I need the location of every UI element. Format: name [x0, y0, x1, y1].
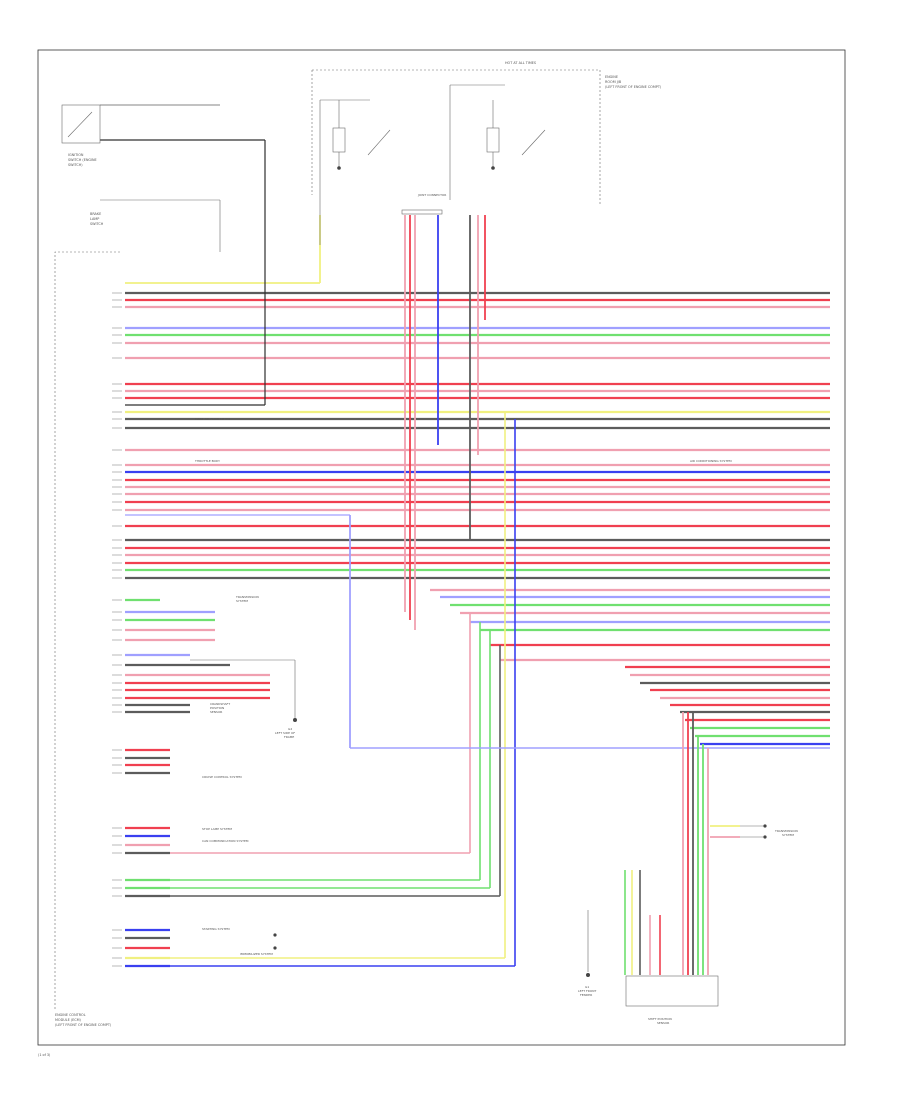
trans-caption-right: TRANSMISSION SYSTEM [774, 829, 799, 837]
ignition-switch-caption: IGNITION SWITCH (ENGINE SWITCH) [68, 153, 98, 167]
ground-caption: G2 LEFT SIDE OF FRAME [275, 727, 296, 739]
mass-air-caption: MASS AIR FLOW METER [195, 417, 230, 421]
relay-coil-2 [486, 127, 500, 153]
ecm-caption: ENGINE CONTROL MODULE (ECM) (LEFT FRONT … [55, 1013, 112, 1027]
wire-layer [100, 104, 830, 975]
ecm-outline [54, 251, 120, 1010]
ignition-switch-symbol [61, 104, 101, 144]
starting-caption: STARTING SYSTEM [202, 927, 230, 931]
diagram-border [37, 49, 846, 1046]
ground2-caption: G1 LEFT FRONT FENDER [578, 985, 597, 997]
shift-sensor-box [625, 975, 719, 1007]
brake-caption: BRAKE LAMP SWITCH [90, 212, 104, 226]
relay-coil-1 [332, 127, 346, 153]
immob-caption: IMMOBILIZER SYSTEM [240, 952, 273, 956]
sensor-caption: CRANKSHAFT POSITION SENSOR [210, 702, 231, 714]
stop-lamp-caption: STOP LAMP SYSTEM [202, 827, 232, 831]
page-label: (1 of 3) [38, 1053, 51, 1057]
shift-caption: SHIFT POSITION SENSOR [648, 1017, 673, 1025]
throttle-caption: THROTTLE BODY [194, 459, 220, 463]
top-fuse-label: HOT AT ALL TIMES [505, 61, 536, 65]
trans-caption-top: TRANSMISSION SYSTEM [235, 595, 260, 603]
relay-block-outline [311, 69, 601, 205]
cruise-caption: CRUISE CONTROL SYSTEM [202, 775, 242, 779]
component-layer: IGNITION SWITCH (ENGINE SWITCH) HOT AT A… [37, 49, 846, 1057]
ac-caption: AIR CONDITIONING SYSTEM [690, 459, 732, 463]
relay-caption: ENGINE ROOM J/B (LEFT FRONT OF ENGINE CO… [605, 75, 662, 89]
canbus-caption: CAN COMMUNICATION SYSTEM [202, 839, 249, 843]
junction-label: JOINT CONNECTOR [417, 193, 446, 197]
